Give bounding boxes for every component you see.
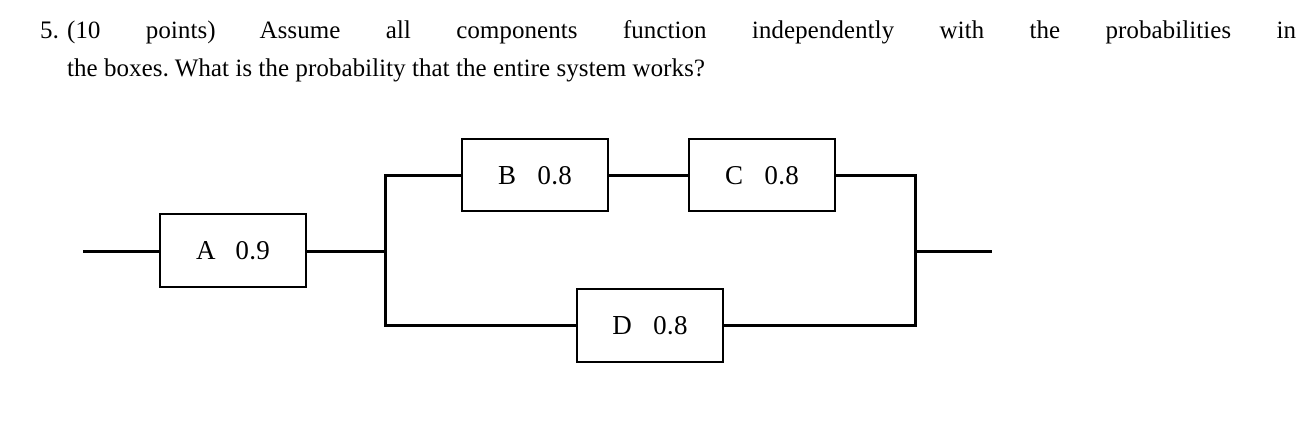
wire-split-to-d	[384, 324, 578, 327]
wire-split-to-b	[384, 174, 463, 177]
component-label-d: D 0.8	[612, 310, 688, 340]
component-box-c: C 0.8	[688, 138, 836, 212]
component-label-a: A 0.9	[195, 235, 271, 265]
component-box-a: A 0.9	[159, 213, 307, 288]
wire-a-to-split	[305, 250, 387, 253]
question-line-1: (10 points) Assume all components functi…	[67, 17, 1296, 44]
question-text: (10 points) Assume all components functi…	[67, 12, 1296, 88]
wire-b-to-c	[607, 174, 690, 177]
component-label-c: C 0.8	[724, 159, 800, 190]
component-label-b: B 0.8	[497, 159, 573, 190]
wire-c-to-merge	[834, 174, 917, 177]
question-line-2: the boxes. What is the probability that …	[67, 55, 706, 82]
wire-merge-to-output	[914, 250, 992, 253]
wire-d-to-merge	[722, 324, 917, 327]
wire-split-bus	[384, 174, 387, 327]
wire-input-to-a	[83, 250, 161, 253]
component-box-b: B 0.8	[461, 138, 609, 212]
question-number: 5.	[40, 17, 59, 44]
component-box-d: D 0.8	[576, 288, 724, 363]
